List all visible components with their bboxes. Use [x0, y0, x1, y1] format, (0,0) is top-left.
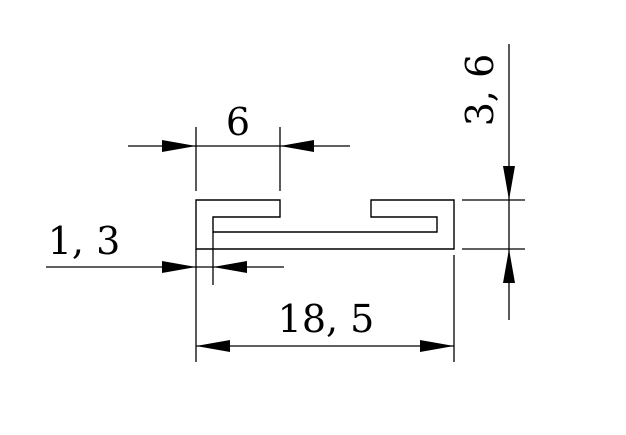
arrow-right	[280, 140, 314, 152]
dimension-wall-thickness: 1, 3	[46, 219, 284, 285]
arrow-right	[213, 261, 247, 273]
dimension-label-total-height: 3, 6	[458, 54, 502, 127]
arrow-right	[420, 340, 454, 352]
arrow-left	[196, 340, 230, 352]
dimension-label-wall-thickness: 1, 3	[48, 219, 121, 263]
arrow-bottom	[503, 249, 515, 283]
dimension-total-width: 18, 5	[195, 249, 455, 362]
dimension-total-height: 3, 6	[458, 44, 525, 320]
profile-outer-contour	[195, 199, 455, 250]
dimension-label-slot-width: 6	[226, 100, 250, 144]
dimension-slot-width: 6	[128, 100, 350, 191]
profile-section	[195, 199, 455, 250]
dimension-label-total-width: 18, 5	[278, 297, 375, 341]
arrow-left	[162, 261, 196, 273]
arrow-top	[503, 166, 515, 200]
arrow-left	[162, 140, 196, 152]
